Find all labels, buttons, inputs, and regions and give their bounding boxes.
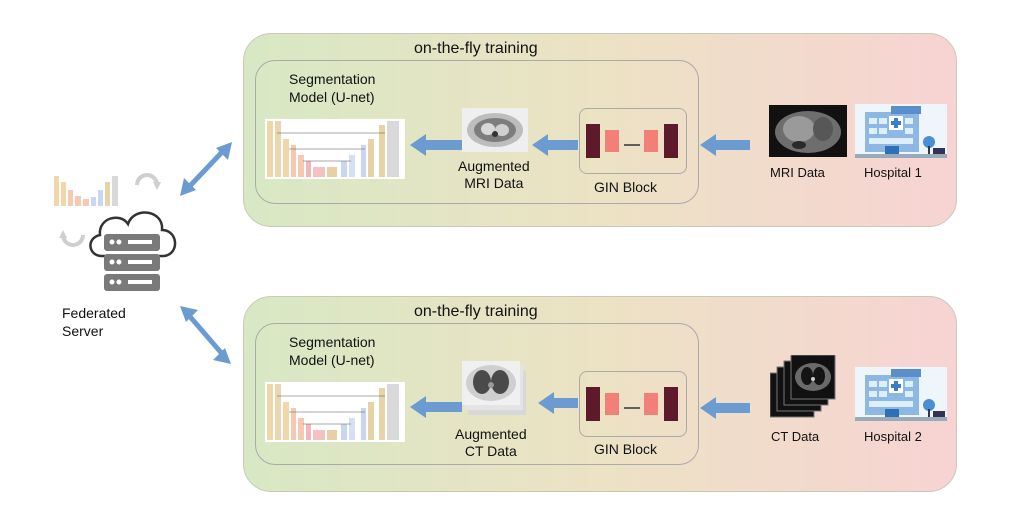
augmented-data-label: Augmented CT Data [455, 426, 527, 459]
flow-arrow [700, 134, 750, 156]
ct-scan-stack-image [770, 355, 836, 418]
server-label: Federated Server [62, 305, 126, 339]
double-arrow-top [180, 142, 232, 196]
gin-block-label: GIN Block [594, 441, 658, 457]
augmented-data-label: Augmented MRI Data [458, 158, 530, 191]
source-data-label: CT Data [771, 429, 820, 444]
segmentation-model-label: Segmentation Model (U-net) [289, 334, 376, 368]
client-model-box [255, 60, 699, 204]
double-arrow-bottom [180, 306, 231, 364]
client-model-box [255, 323, 699, 465]
augmented-mri-image [462, 108, 528, 152]
augmented-ct-image [462, 361, 526, 415]
flow-arrow [532, 134, 578, 156]
training-panel-hospital-2: on-the-fly training Segmentation Model (… [243, 296, 957, 492]
segmentation-model-label: Segmentation Model (U-net) [289, 71, 376, 105]
server-unet-icon [54, 176, 118, 206]
source-data-label: MRI Data [770, 165, 825, 180]
training-panel-hospital-1: on-the-fly training Segmentation Model (… [243, 33, 957, 227]
cycle-arrow-icon [59, 230, 85, 247]
hospital-label: Hospital 2 [864, 429, 922, 444]
hospital-label: Hospital 1 [864, 165, 922, 180]
panel-title: on-the-fly training [414, 40, 538, 57]
cycle-arrow-icon [135, 173, 161, 190]
gin-block-diagram [586, 124, 678, 158]
gin-block-label: GIN Block [594, 179, 658, 195]
cloud-server-icon [89, 211, 177, 291]
flow-arrow [410, 134, 462, 156]
flow-arrow [410, 396, 462, 418]
gin-block-box [579, 371, 687, 437]
unet-diagram [265, 119, 405, 179]
gin-block-diagram [586, 387, 678, 421]
mri-scan-image [769, 105, 847, 157]
hospital-icon [855, 367, 947, 421]
flow-arrow [538, 392, 578, 414]
unet-diagram [265, 382, 405, 442]
hospital-icon [855, 104, 947, 158]
flow-arrow [700, 397, 750, 419]
gin-block-box [579, 108, 687, 174]
panel-title: on-the-fly training [414, 303, 538, 320]
